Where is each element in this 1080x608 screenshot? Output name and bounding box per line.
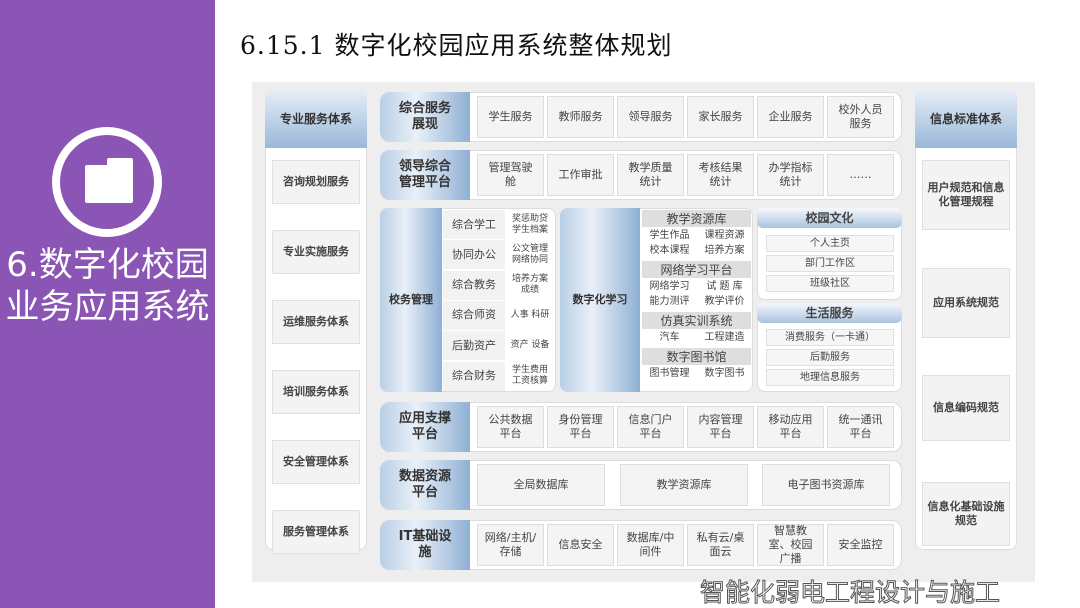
- layer-cell: 内容管理平台: [687, 406, 754, 448]
- right-column-header: 信息标准体系: [915, 90, 1017, 148]
- layer-label: 数据资源平台: [380, 460, 470, 510]
- layer-cell: 家长服务: [687, 96, 754, 138]
- left-column-item: 咨询规划服务: [272, 160, 360, 204]
- left-column-header: 专业服务体系: [265, 90, 367, 148]
- school-admin-item: 综合师资: [443, 300, 505, 330]
- right-column-item: 信息化基础设施规范: [922, 482, 1010, 546]
- layer-cell: 身份管理平台: [547, 406, 614, 448]
- page-title: 6.15.1 数字化校园应用系统整体规划: [240, 31, 673, 60]
- campus-culture-item: 个人主页: [766, 235, 894, 252]
- layer-cell: ……: [827, 154, 894, 196]
- layer-cell: 教学质量统计: [617, 154, 684, 196]
- learning-item: 教学评价: [704, 295, 745, 307]
- learning-item: 校本课程: [649, 244, 690, 256]
- left-column-item: 安全管理体系: [272, 440, 360, 484]
- layer-cell: 全局数据库: [477, 464, 605, 506]
- layer-cell: 教学资源库: [620, 464, 748, 506]
- layer-label: 综合服务展现: [380, 92, 470, 142]
- layer-cell: 移动应用平台: [757, 406, 824, 448]
- left-column-item: 培训服务体系: [272, 370, 360, 414]
- layer-cell: 安全监控: [827, 524, 894, 566]
- left-column-item: 运维服务体系: [272, 300, 360, 344]
- learning-item: 培养方案: [704, 244, 745, 256]
- campus-culture-title: 校园文化: [757, 208, 902, 228]
- school-admin-sub: 学生费用 工资核算: [511, 365, 548, 386]
- layer-cell: 网络/主机/存储: [477, 524, 544, 566]
- section-sidebar: 6.数字化校园业务应用系统: [0, 0, 215, 608]
- school-admin-item: 后勤资产: [443, 331, 505, 361]
- school-admin-sub: 公文管理 网络协同: [511, 243, 548, 265]
- learning-group-title: 仿真实训系统: [642, 312, 751, 329]
- learning-item: 学生作品: [649, 229, 690, 241]
- learning-item: 工程建造: [704, 331, 745, 343]
- life-service-item: 消费服务（一卡通）: [766, 329, 894, 346]
- learning-item: 网络学习: [649, 280, 690, 292]
- section-title: 6.数字化校园业务应用系统: [5, 245, 210, 327]
- campus-culture-item: 班级社区: [766, 275, 894, 292]
- layer-cell: 公共数据平台: [477, 406, 544, 448]
- school-admin-label: 校务管理: [380, 208, 442, 392]
- school-admin-item: 综合教务: [443, 270, 505, 300]
- school-admin-sub: 培养方案 成绩: [511, 274, 548, 296]
- school-admin-item: 协同办公: [443, 240, 505, 270]
- learning-item: 试 题 库: [706, 280, 743, 292]
- learning-item: 图书管理: [649, 367, 690, 379]
- learning-item: 汽车: [659, 331, 680, 343]
- left-column-item: 服务管理体系: [272, 510, 360, 554]
- learning-item: 课程资源: [704, 229, 745, 241]
- layer-label: IT基础设施: [380, 520, 470, 570]
- layer-label: 应用支撑平台: [380, 402, 470, 452]
- icon-circle: [52, 127, 162, 237]
- learning-item: 能力测评: [649, 295, 690, 307]
- school-admin-item: 综合学工: [443, 210, 505, 239]
- layer-cell: 考核结果统计: [687, 154, 754, 196]
- layer-label: 领导综合管理平台: [380, 150, 470, 200]
- folder-icon: [85, 158, 133, 203]
- learning-group-title: 数字图书馆: [642, 348, 751, 365]
- digital-learning-label: 数字化学习: [560, 208, 640, 392]
- layer-cell: 私有云/桌面云: [687, 524, 754, 566]
- campus-culture-item: 部门工作区: [766, 255, 894, 272]
- layer-cell: 智慧教室、校园广播: [757, 524, 824, 566]
- layer-cell: 信息安全: [547, 524, 614, 566]
- right-column-item: 信息编码规范: [922, 375, 1010, 441]
- right-column-item: 应用系统规范: [922, 268, 1010, 338]
- life-service-item: 后勤服务: [766, 349, 894, 366]
- layer-cell: 办学指标统计: [757, 154, 824, 196]
- watermark: 智能化弱电工程设计与施工: [699, 578, 1001, 607]
- layer-cell: 电子图书资源库: [762, 464, 890, 506]
- school-admin-sub: 奖惩助贷 学生档案: [511, 213, 548, 235]
- layer-cell: 工作审批: [547, 154, 614, 196]
- school-admin-sub: 人事 科研: [510, 309, 550, 320]
- layer-cell: 企业服务: [757, 96, 824, 138]
- learning-group-title: 教学资源库: [642, 210, 751, 227]
- layer-cell: 校外人员服务: [827, 96, 894, 138]
- right-column-item: 用户规范和信息化管理规程: [922, 160, 1010, 230]
- layer-cell: 领导服务: [617, 96, 684, 138]
- school-admin-item: 综合财务: [443, 361, 505, 391]
- learning-item: 数字图书: [704, 367, 745, 379]
- layer-cell: 数据库/中间件: [617, 524, 684, 566]
- layer-cell: 信息门户平台: [617, 406, 684, 448]
- life-service-title: 生活服务: [757, 303, 902, 323]
- layer-cell: 教师服务: [547, 96, 614, 138]
- life-service-item: 地理信息服务: [766, 369, 894, 386]
- layer-cell: 学生服务: [477, 96, 544, 138]
- layer-cell: 管理驾驶舱: [477, 154, 544, 196]
- learning-group-title: 网络学习平台: [642, 261, 751, 278]
- layer-cell: 统一通讯平台: [827, 406, 894, 448]
- school-admin-sub: 资产 设备: [510, 340, 550, 351]
- left-column-item: 专业实施服务: [272, 230, 360, 274]
